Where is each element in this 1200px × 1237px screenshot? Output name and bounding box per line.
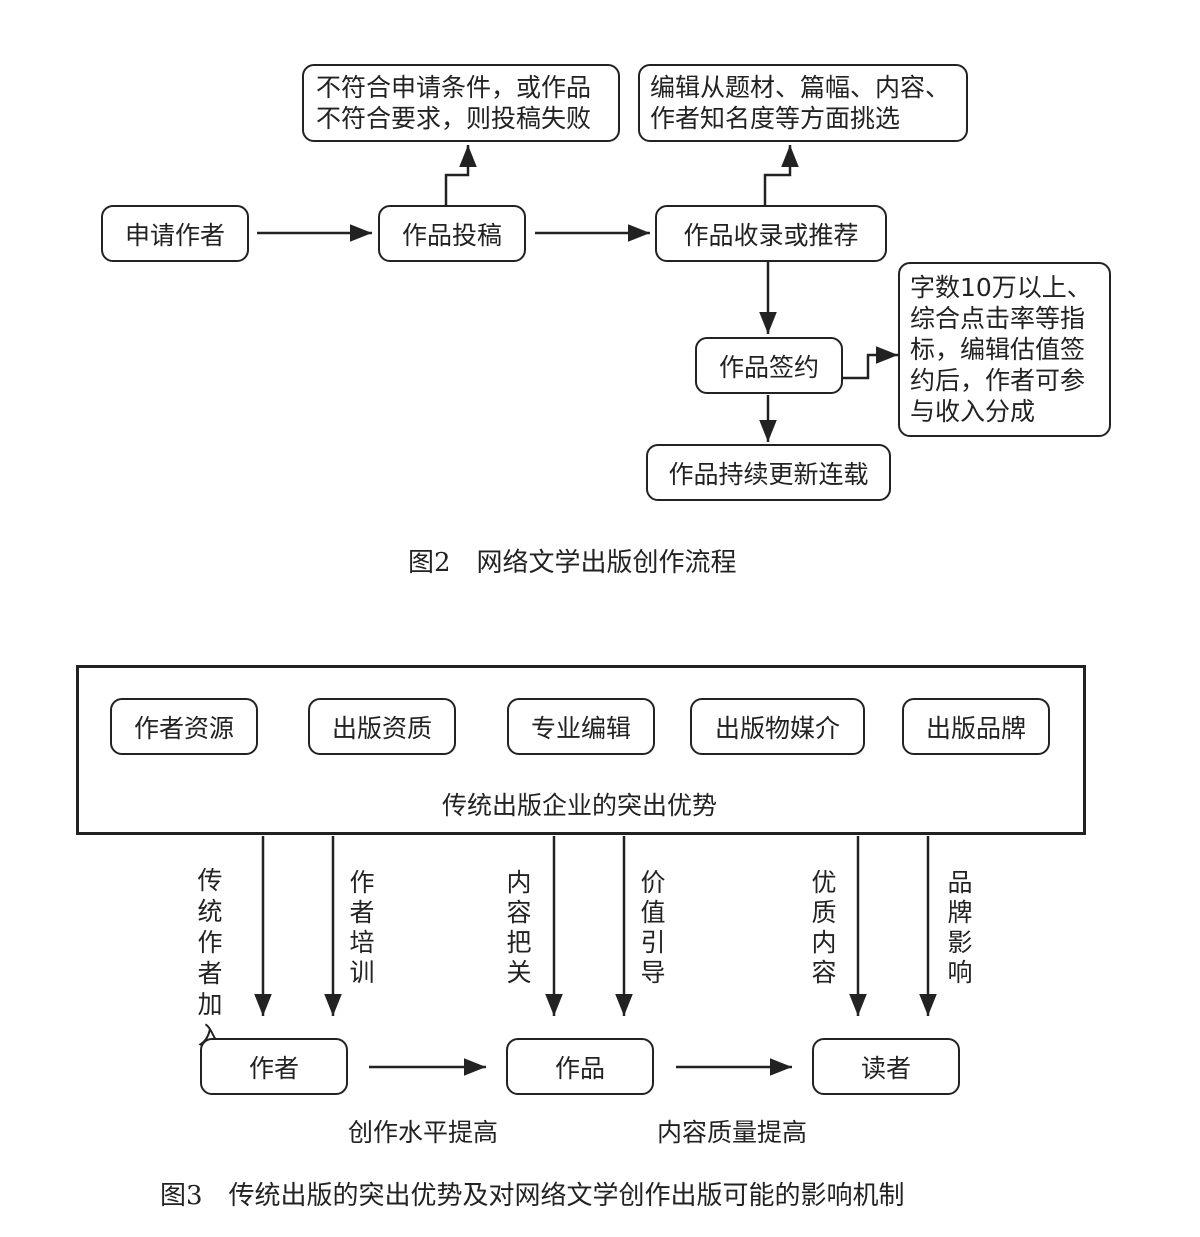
label-quality-content: 优质内容 xyxy=(811,868,837,987)
label-brand-influence: 品牌影响 xyxy=(947,868,973,987)
note-signing-conditions: 字数10万以上、综合点击率等指标，编辑估值签约后，作者可参与收入分成 xyxy=(898,262,1111,437)
advantage-professional-editors: 专业编辑 xyxy=(507,698,655,755)
advantage-author-resources: 作者资源 xyxy=(110,698,258,755)
node-sign-contract: 作品签约 xyxy=(695,337,843,394)
arrow-submit-to-fail-note xyxy=(444,145,477,205)
label-value-guidance: 价值引导 xyxy=(640,868,666,987)
node-collect-recommend: 作品收录或推荐 xyxy=(655,205,887,262)
node-work: 作品 xyxy=(506,1038,654,1095)
label-content-gatekeeping: 内容把关 xyxy=(506,868,532,987)
advantages-title: 传统出版企业的突出优势 xyxy=(442,791,718,820)
arrow-sign-to-sign-note xyxy=(843,346,898,380)
node-reader: 读者 xyxy=(812,1038,960,1095)
label-traditional-authors: 传统作者加入 xyxy=(197,866,231,1050)
node-author: 作者 xyxy=(200,1038,348,1095)
note-editor-selection: 编辑从题材、篇幅、内容、作者知名度等方面挑选 xyxy=(638,64,968,142)
edge-label-work-to-reader: 内容质量提高 xyxy=(657,1118,808,1147)
node-serialize: 作品持续更新连载 xyxy=(646,444,891,501)
note-submission-failure: 不符合申请条件，或作品不符合要求，则投稿失败 xyxy=(302,64,620,142)
advantage-publishing-brand: 出版品牌 xyxy=(902,698,1050,755)
advantage-publishing-qualification: 出版资质 xyxy=(308,698,456,755)
label-author-training: 作者培训 xyxy=(349,868,375,987)
figure3-caption: 图3 传统出版的突出优势及对网络文学创作出版可能的影响机制 xyxy=(160,1181,905,1211)
arrow-collect-to-select-note xyxy=(763,145,799,205)
traditional-publisher-advantages-panel xyxy=(76,665,1086,835)
node-apply-author: 申请作者 xyxy=(101,205,249,262)
figure2-caption: 图2 网络文学出版创作流程 xyxy=(408,548,737,578)
edge-label-author-to-work: 创作水平提高 xyxy=(348,1118,499,1147)
advantage-publication-media: 出版物媒介 xyxy=(690,698,865,755)
node-submit-work: 作品投稿 xyxy=(378,205,526,262)
